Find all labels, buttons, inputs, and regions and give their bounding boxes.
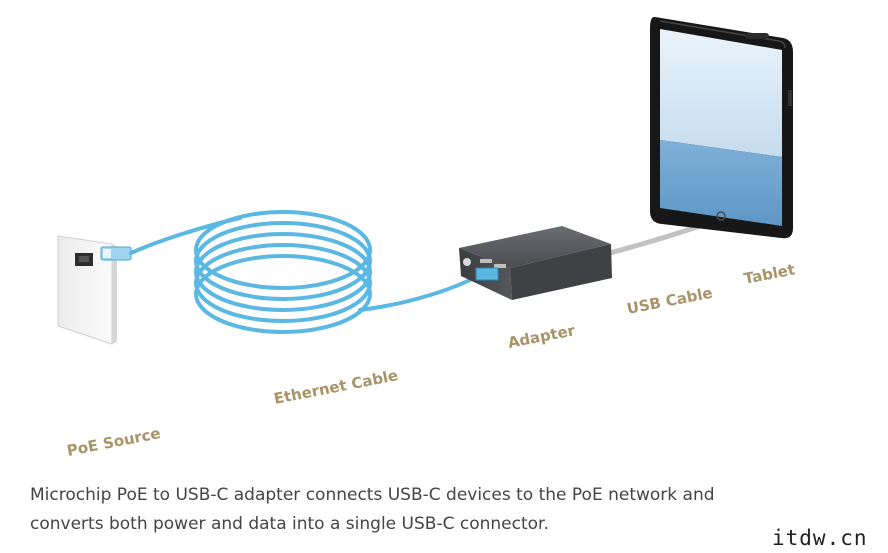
label-adapter: Adapter bbox=[506, 321, 577, 352]
microchip-logo-icon bbox=[463, 258, 471, 266]
ethernet-cable bbox=[129, 210, 472, 334]
tablet-screen-top bbox=[660, 29, 782, 157]
ethernet-plug-icon bbox=[100, 246, 132, 261]
poe-usb-adapter bbox=[459, 226, 612, 300]
label-poe-source: PoE Source bbox=[65, 424, 162, 460]
tablet-screen-bottom bbox=[660, 140, 782, 226]
poe-usb-diagram: PoE Source Ethernet Cable Adapter USB Ca… bbox=[57, 16, 796, 460]
tablet bbox=[650, 16, 793, 239]
figure-caption: Microchip PoE to USB-C adapter connects … bbox=[30, 481, 820, 539]
label-usb-cable: USB Cable bbox=[625, 284, 714, 318]
label-tablet: Tablet bbox=[742, 260, 796, 288]
caption-line-1: Microchip PoE to USB-C adapter connects … bbox=[30, 485, 715, 505]
poe-source-wall-plate bbox=[57, 235, 117, 345]
usb-cable bbox=[603, 223, 703, 257]
ethernet-plug-adapter-icon bbox=[475, 267, 499, 281]
watermark-text: itdw.cn bbox=[772, 526, 868, 550]
home-button-icon bbox=[716, 211, 726, 221]
caption-line-2: converts both power and data into a sing… bbox=[30, 514, 549, 534]
label-ethernet-cable: Ethernet Cable bbox=[272, 366, 399, 408]
